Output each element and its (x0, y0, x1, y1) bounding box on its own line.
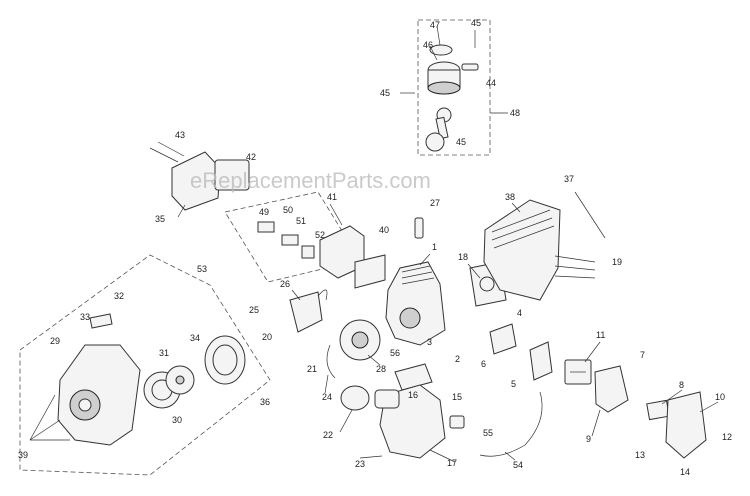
callout-48: 47 (430, 20, 440, 30)
piston-pin (461, 63, 479, 71)
air-box-rear (594, 365, 629, 413)
callout-22: 22 (323, 430, 333, 440)
callout-31: 31 (159, 348, 169, 358)
callout-30: 30 (172, 415, 182, 425)
callout-41: 41 (327, 192, 337, 202)
piston (427, 61, 461, 95)
piston-group-box (417, 19, 491, 156)
callout-6: 6 (481, 359, 486, 369)
callout-3: 3 (427, 337, 432, 347)
callout-1: 1 (432, 242, 437, 252)
callout-33: 33 (80, 312, 90, 322)
callout-49: 48 (510, 108, 520, 118)
callouts: 47 46 45 44 45 48 45 43 42 35 49 50 51 5… (18, 18, 732, 477)
carb-bracket (529, 341, 553, 381)
shield-screws (554, 255, 596, 279)
callout-24: 24 (322, 392, 332, 402)
callout-17: 17 (447, 458, 457, 468)
callout-28: 28 (376, 364, 386, 374)
callout-55: 54 (513, 460, 523, 470)
callout-40: 40 (379, 225, 389, 235)
ignition-wire (326, 344, 336, 379)
starter-housing (57, 344, 141, 446)
callout-7: 7 (640, 350, 645, 360)
carburetor (564, 359, 592, 385)
watermark: eReplacementParts.com (190, 168, 431, 193)
connecting-rod (425, 107, 452, 152)
flywheel (339, 319, 381, 361)
piston-ring (429, 44, 453, 56)
callout-18: 18 (458, 252, 468, 262)
callout-16: 16 (408, 390, 418, 400)
air-filter-screw (149, 141, 185, 163)
air-filter-cover (171, 151, 221, 211)
callout-38: 38 (505, 192, 515, 202)
callout-50: 49 (259, 207, 269, 217)
callout-52: 51 (296, 216, 306, 226)
callout-37: 37 (564, 174, 574, 184)
starter-pulley (165, 365, 195, 395)
ignition-coil (289, 289, 328, 333)
callout-42: 42 (246, 152, 256, 162)
housing-screws (29, 394, 70, 441)
callout-13: 13 (635, 450, 645, 460)
callout-45-left: 45 (380, 88, 390, 98)
crankcase-cylinder (385, 261, 446, 346)
callout-35: 35 (155, 214, 165, 224)
callout-43: 43 (175, 130, 185, 140)
callout-9: 9 (586, 434, 591, 444)
air-box-bracket (354, 254, 386, 289)
air-filter-cover-10 (665, 391, 707, 459)
callout-11: 11 (596, 330, 605, 340)
callout-34: 34 (190, 333, 200, 343)
air-filter-element (214, 159, 250, 191)
callout-47: 46 (423, 40, 433, 50)
screw-37 (574, 191, 606, 239)
starter-handle (89, 313, 113, 329)
exhaust-gasket (394, 363, 433, 391)
air-filter-group-box (224, 191, 361, 283)
callout-2: 2 (455, 354, 460, 364)
callout-57: 56 (390, 348, 400, 358)
callout-44: 44 (486, 78, 496, 88)
filter-element-8 (646, 399, 670, 421)
callout-36: 36 (260, 397, 270, 407)
callout-5: 5 (511, 379, 516, 389)
piston-clip (400, 30, 476, 94)
callout-20: 20 (262, 332, 272, 342)
fuel-tank (374, 384, 446, 459)
callout-54: 53 (197, 264, 207, 274)
callout-4: 4 (517, 308, 522, 318)
callout-56: 55 (483, 428, 493, 438)
callout-25: 25 (249, 305, 259, 315)
callout-12: 12 (722, 432, 732, 442)
callout-39: 39 (18, 450, 28, 460)
choke-parts (257, 221, 315, 259)
tank-screws (359, 455, 383, 459)
callout-19: 19 (612, 257, 622, 267)
callout-46: 45 (456, 137, 466, 147)
callout-45-top: 45 (471, 18, 481, 28)
insulator (489, 323, 517, 355)
callout-21: 21 (307, 364, 317, 374)
starter-cup (204, 335, 246, 385)
callout-10: 10 (715, 392, 725, 402)
callout-27: 27 (430, 198, 440, 208)
fuel-line (479, 391, 543, 457)
tank-cap (340, 385, 370, 411)
callout-23: 23 (355, 459, 365, 469)
spark-plug (414, 217, 424, 239)
callout-53: 52 (315, 230, 325, 240)
callout-14: 14 (680, 467, 690, 477)
cylinder-shield (483, 199, 561, 301)
grommet-56 (449, 415, 465, 429)
starter-group-box (19, 254, 271, 476)
callout-32: 32 (114, 291, 124, 301)
callout-8: 8 (679, 380, 684, 390)
callout-29: 29 (50, 336, 60, 346)
callout-15: 15 (452, 392, 462, 402)
callout-26: 26 (280, 279, 290, 289)
callout-51: 50 (283, 205, 293, 215)
